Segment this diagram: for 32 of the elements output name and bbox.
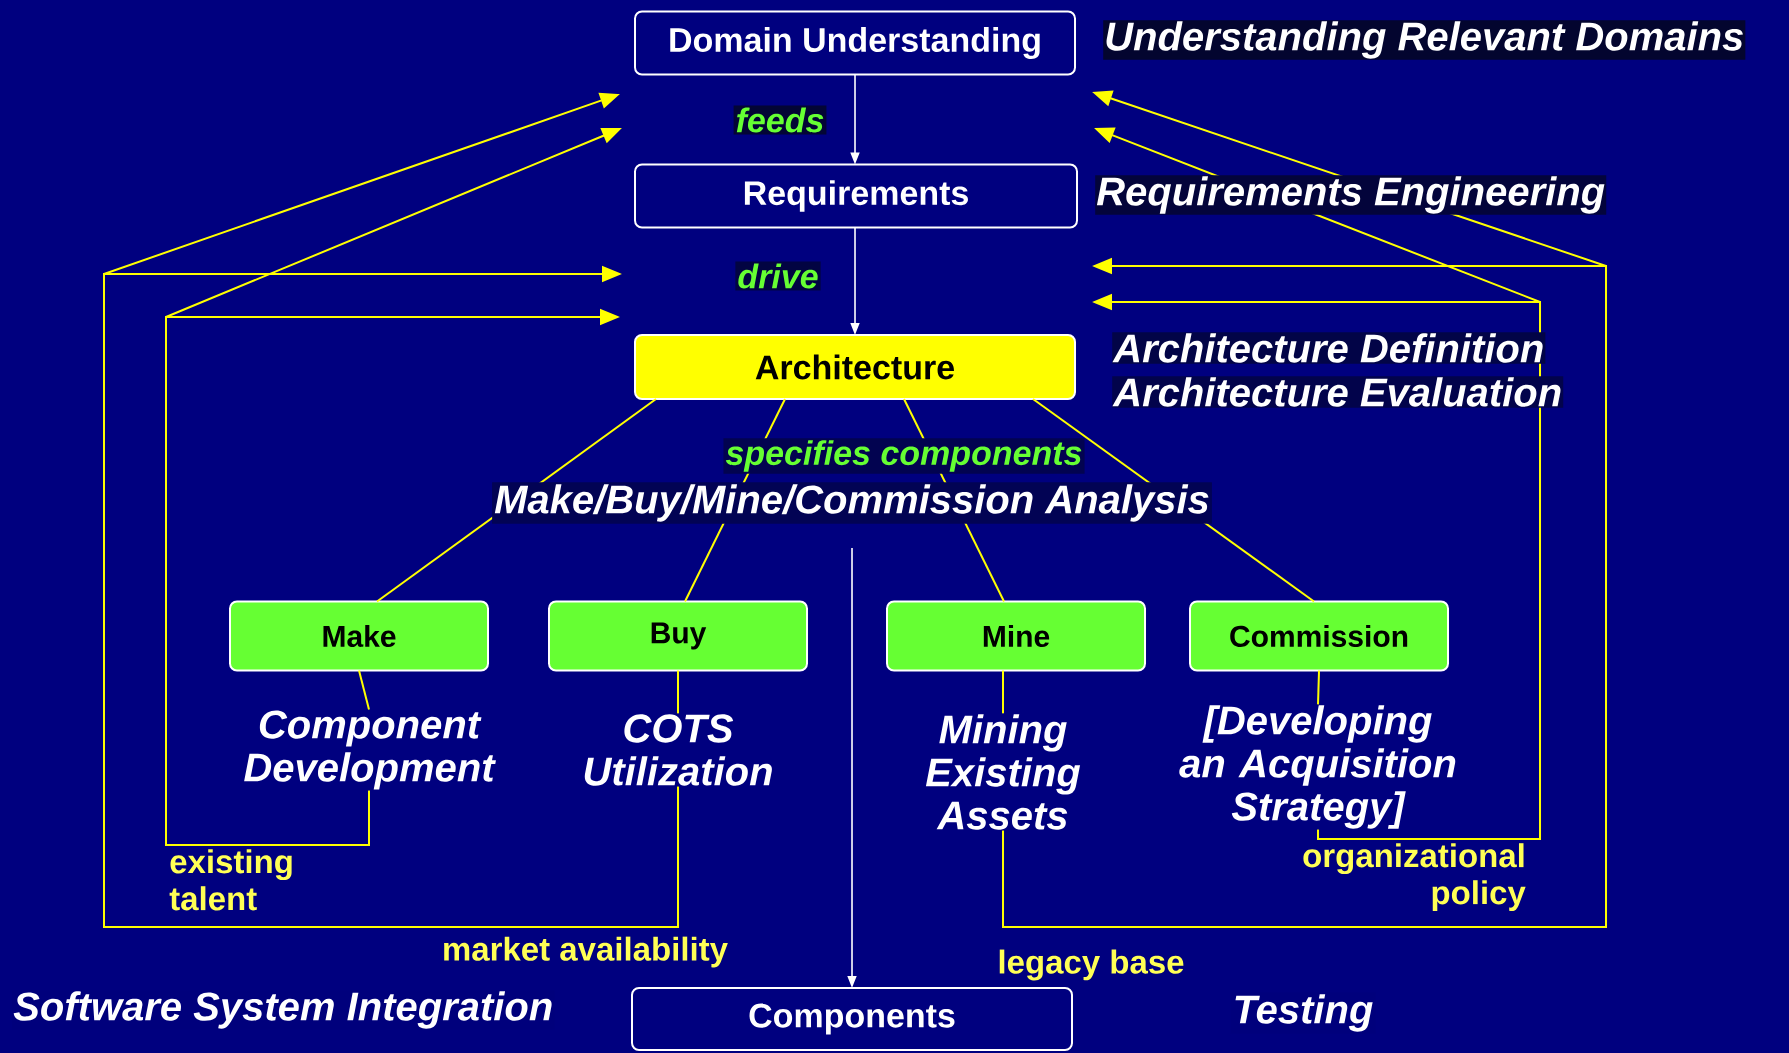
activity-text: COTS Utilization (584, 714, 772, 786)
stage-caption: Architecture Definition (1112, 332, 1546, 364)
edge-label: feeds (733, 105, 827, 135)
annotation-text: specifies components (723, 438, 1085, 474)
stage-caption: Understanding Relevant Domains (1103, 20, 1746, 60)
arrow (1002, 90, 1607, 928)
factor-label: market availability (444, 936, 728, 968)
factor-label: organizational policy (1303, 843, 1526, 911)
activity-text: Mining Existing Assets (925, 714, 1081, 830)
option-box: Buy (548, 600, 808, 672)
factor-label: existing talent (169, 849, 292, 911)
edge-label: drive (735, 261, 821, 291)
stage-caption: Software System Integration (12, 990, 555, 1030)
process-box: Domain Understanding (634, 10, 1076, 76)
stage-caption: Make/Buy/Mine/Commission Analysis (492, 482, 1212, 524)
stage-caption: Requirements Engineering (1095, 175, 1607, 215)
connector-line (358, 669, 370, 711)
connector-line (677, 669, 679, 715)
option-box: Mine (886, 600, 1146, 672)
connector-line (1317, 669, 1320, 706)
stage-caption: Testing (1230, 992, 1376, 1034)
architecture-box: Architecture (634, 334, 1076, 400)
connector-line (1002, 669, 1004, 715)
stage-caption: Architecture Evaluation (1112, 376, 1564, 408)
activity-text: [Developing an Acquisition Strategy] (1179, 705, 1456, 829)
process-box: Components (631, 987, 1073, 1051)
option-box: Commission (1189, 600, 1449, 672)
process-box: Requirements (634, 163, 1078, 229)
arrow (103, 92, 679, 928)
factor-label: legacy base (999, 949, 1184, 981)
option-box: Make (229, 600, 489, 672)
activity-text: Component Development (244, 710, 496, 790)
